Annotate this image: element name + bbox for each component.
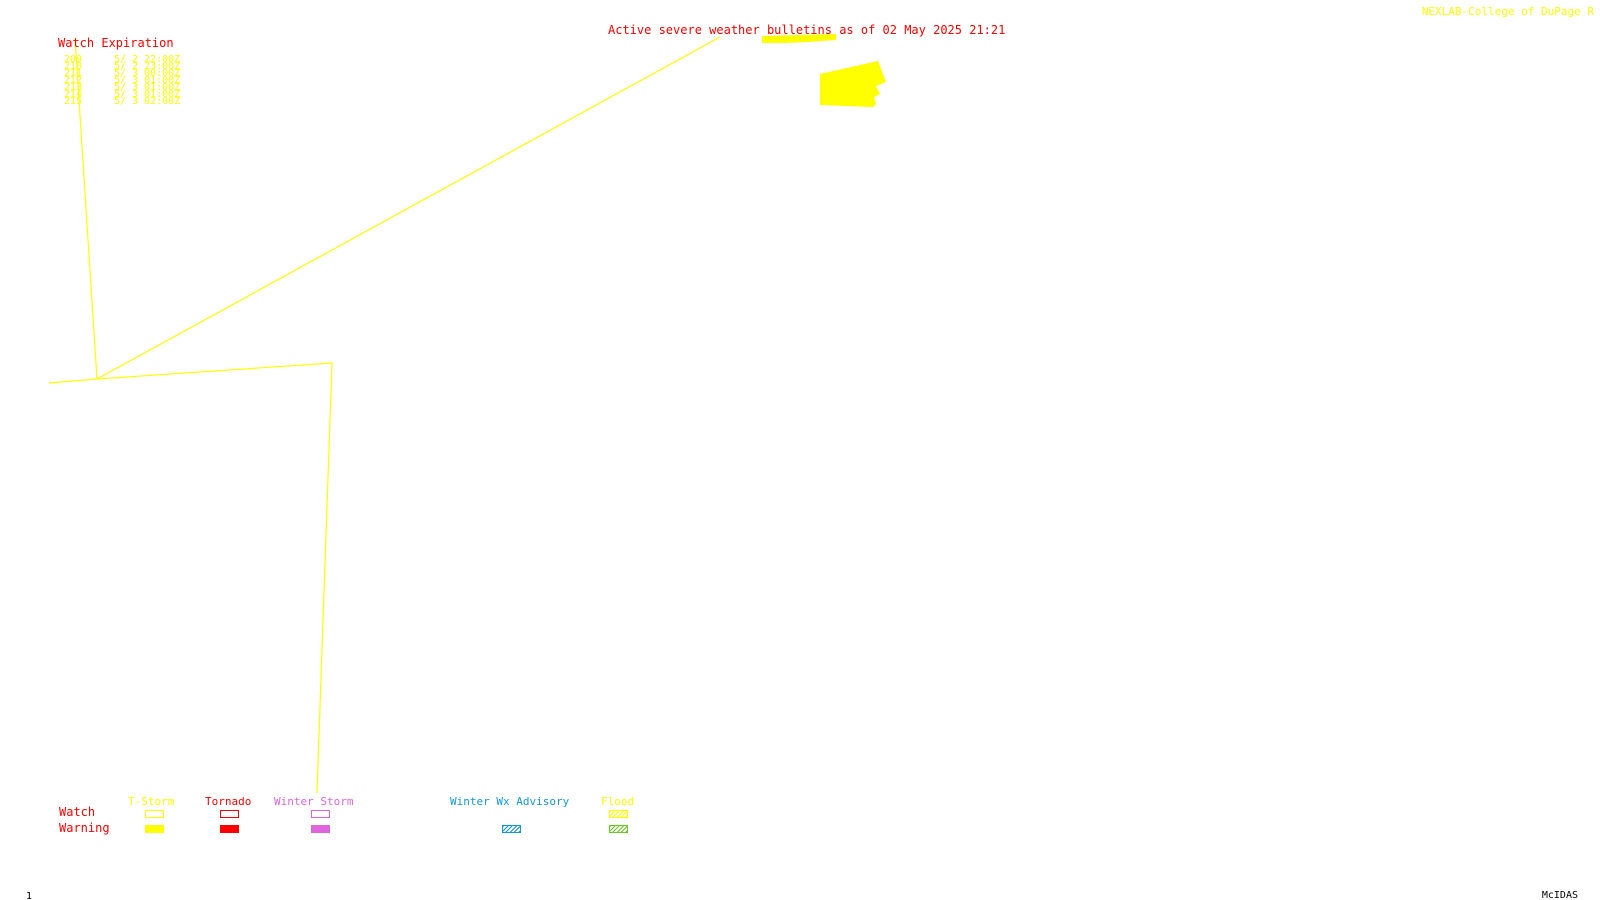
watch-number: 212: [64, 75, 83, 86]
watch-expiration-time: 5/ 3 00:00Z: [114, 68, 181, 79]
watch-expiration-time: 5/ 3 01:00Z: [114, 89, 181, 100]
watch-expiration-time: 5/ 3 02:00Z: [114, 96, 181, 107]
software-label: McIDAS: [1541, 890, 1578, 900]
watch-number: 214: [64, 89, 83, 100]
watch-expiration-time: 5/ 2 22:00Z: [114, 54, 181, 65]
tstorm-warning-polygon: [762, 34, 836, 43]
watch-row: 212 5/ 3 01:00Z: [64, 75, 204, 86]
watch-expiration-time: 5/ 3 01:00Z: [114, 75, 181, 86]
watch-expiration-list: 209 5/ 2 22:00Z 210 5/ 2 23:00Z 211 5/ 3 00:0…: [64, 54, 204, 107]
watch-number: 210: [64, 61, 83, 72]
watch-number: 215: [64, 96, 83, 107]
watch-row: 210 5/ 2 23:00Z: [64, 61, 204, 72]
watch-expiration-title: Watch Expiration: [58, 36, 174, 50]
watch-expiration-time: 5/ 2 23:00Z: [114, 61, 181, 72]
watch-expiration-time: 5/ 3 01:00Z: [114, 82, 181, 93]
watch-row: 211 5/ 3 00:00Z: [64, 68, 204, 79]
watch-number: 209: [64, 54, 83, 65]
source-credit: NEXLAB-College of DuPage R: [1421, 5, 1594, 18]
watch-row: 214 5/ 3 01:00Z: [64, 89, 204, 100]
watch-number: 213: [64, 82, 83, 93]
watch-row: 215 5/ 3 02:00Z: [64, 96, 204, 107]
watch-boundary-line: [96, 36, 721, 380]
watch-number: 211: [64, 68, 83, 79]
page-title: Active severe weather bulletins as of 02…: [608, 23, 1006, 37]
watch-row: 209 5/ 2 22:00Z: [64, 54, 204, 65]
tstorm-warning-polygon: [820, 61, 886, 107]
frame-number: 1: [26, 891, 33, 900]
watch-boundary-line: [48, 362, 333, 794]
watch-row: 213 5/ 3 01:00Z: [64, 82, 204, 93]
watch-boundary-line: [74, 37, 98, 380]
